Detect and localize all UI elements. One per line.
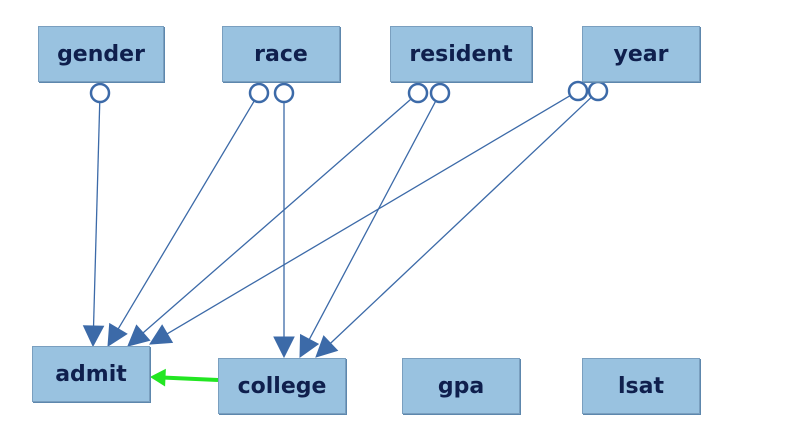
edge-resident-college[interactable] [299, 82, 451, 358]
node-admit[interactable]: admit [32, 346, 150, 402]
node-resident[interactable]: resident [390, 26, 532, 82]
edge-line [308, 100, 437, 340]
circle-endpoint-icon [429, 82, 451, 104]
node-college[interactable]: college [218, 358, 346, 414]
edge-year-admit[interactable] [149, 80, 589, 345]
circle-endpoint-icon [89, 82, 111, 104]
arrowhead-icon [149, 324, 174, 345]
circle-endpoint-icon [248, 82, 270, 104]
edge-line [142, 98, 412, 334]
node-race[interactable]: race [222, 26, 340, 82]
edge-college-admit[interactable] [149, 368, 219, 387]
edge-line [330, 96, 592, 344]
arrowhead-icon [107, 322, 128, 347]
arrowhead-icon [127, 324, 151, 347]
edge-gender-admit[interactable] [82, 82, 111, 348]
node-lsat[interactable]: lsat [582, 358, 700, 414]
edge-year-college[interactable] [315, 80, 609, 358]
edge-race-admit[interactable] [107, 82, 270, 347]
circle-endpoint-icon [587, 80, 609, 102]
edge-line [166, 95, 571, 335]
edge-line [117, 100, 255, 330]
arrowhead-icon [273, 336, 295, 359]
node-gender[interactable]: gender [38, 26, 164, 82]
edge-resident-admit[interactable] [127, 82, 429, 347]
node-year[interactable]: year [582, 26, 700, 82]
arrowhead-icon [299, 333, 320, 358]
circle-endpoint-icon [273, 82, 295, 104]
arrowhead-icon [315, 335, 339, 358]
circle-endpoint-icon [567, 80, 589, 102]
node-gpa[interactable]: gpa [402, 358, 520, 414]
edge-line [164, 375, 219, 382]
arrowhead-icon [149, 368, 166, 387]
arrowhead-icon [82, 325, 105, 348]
edge-line [92, 101, 101, 327]
circle-endpoint-icon [407, 82, 429, 104]
edge-race-college[interactable] [273, 82, 295, 359]
